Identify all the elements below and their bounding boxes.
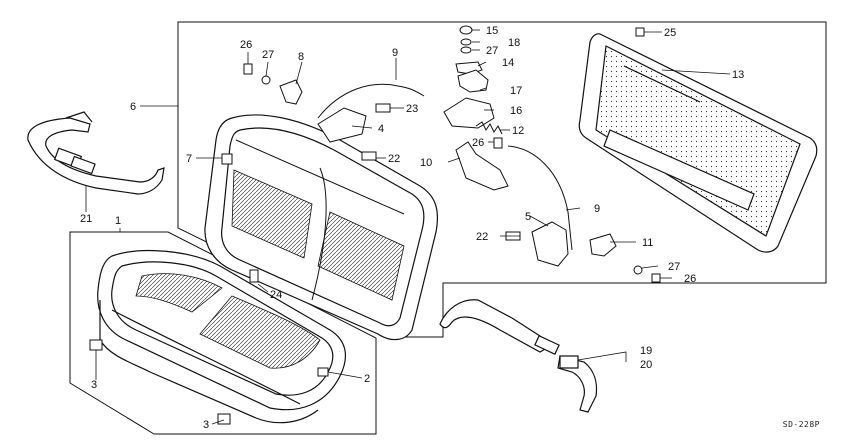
callout-7: 7 [186, 153, 192, 165]
diagram-code: SD-228P [782, 420, 820, 429]
callout-8: 8 [298, 51, 304, 63]
callout-9b: 9 [594, 203, 600, 215]
left-seat-belt [27, 111, 165, 195]
callout-13: 13 [732, 69, 744, 81]
callout-22b: 22 [476, 231, 488, 243]
seat-cushion-group-frame [69, 231, 377, 435]
callout-1: 1 [115, 215, 121, 227]
callout-15: 15 [486, 25, 498, 37]
callout-14: 14 [502, 57, 514, 69]
callout-22a: 22 [388, 153, 400, 165]
callout-numbers: 1 2 3 3 4 5 6 7 8 9 9 10 11 12 13 14 15 … [80, 25, 744, 431]
callout-3a: 3 [91, 379, 97, 391]
callout-19: 19 [640, 345, 652, 357]
callout-10: 10 [420, 157, 432, 169]
callout-23: 23 [406, 103, 418, 115]
callout-26a: 26 [240, 39, 252, 51]
callout-25: 25 [664, 27, 676, 39]
right-seat-belt [439, 299, 598, 413]
callout-26c: 26 [684, 273, 696, 285]
seatback-panel [578, 33, 818, 253]
callout-26b: 26 [472, 137, 484, 149]
callout-11: 11 [642, 237, 653, 249]
callout-2: 2 [364, 373, 370, 385]
callout-24: 24 [270, 289, 282, 301]
callout-18: 18 [508, 37, 520, 49]
callout-3b: 3 [203, 419, 209, 431]
callout-6: 6 [130, 101, 136, 113]
rear-seat-cushion [97, 249, 347, 424]
callout-27c: 27 [668, 261, 680, 273]
leader-lines [85, 29, 731, 425]
callout-20: 20 [640, 359, 652, 371]
rear-seatback-assembly [204, 114, 439, 341]
callout-5: 5 [525, 211, 531, 223]
callout-12: 12 [512, 125, 524, 137]
callout-27a: 27 [262, 49, 274, 61]
callout-27b: 27 [486, 45, 498, 57]
callout-4: 4 [378, 123, 384, 135]
callout-21: 21 [80, 213, 92, 225]
callout-9a: 9 [392, 47, 398, 59]
callout-17: 17 [510, 85, 522, 97]
small-hardware [89, 25, 661, 425]
callout-16: 16 [510, 105, 522, 117]
